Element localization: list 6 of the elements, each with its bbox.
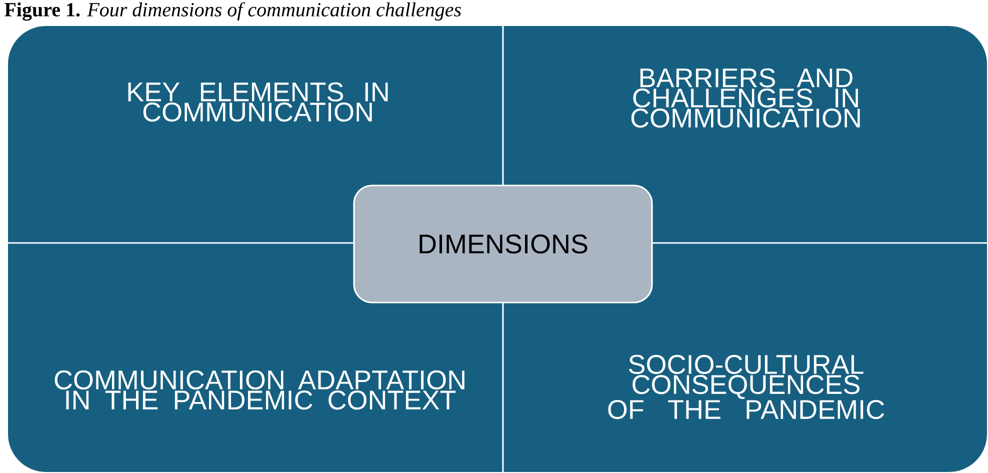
center-box: DIMENSIONS bbox=[353, 184, 653, 304]
quadrant-label: SOCIO-CULTURAL CONSEQUENCES OF THE PANDEMIC bbox=[608, 354, 884, 420]
quadrant-label: KEY ELEMENTS IN COMMUNICATION bbox=[128, 82, 388, 122]
quadrant-label: BARRIERS AND CHALLENGES IN COMMUNICATION bbox=[631, 68, 860, 128]
figure-title: Figure 1. Four dimensions of communication challenges bbox=[4, 2, 461, 21]
quadrant-label: COMMUNICATION ADAPTATION IN THE PANDEMIC CONTEXT bbox=[54, 370, 464, 410]
